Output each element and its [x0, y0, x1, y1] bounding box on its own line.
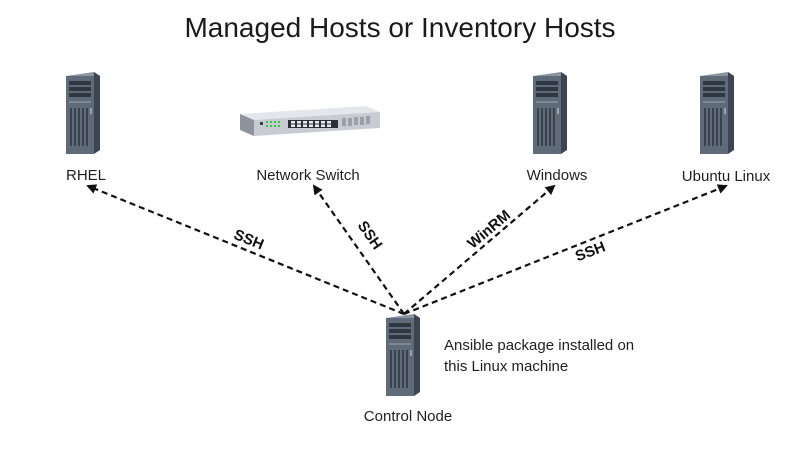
network-switch-icon [240, 106, 380, 136]
network-switch-label: Network Switch [256, 167, 360, 184]
control-node-note: Ansible package installed on this Linux … [444, 335, 664, 377]
protocol-label-rhel: SSH [231, 226, 266, 253]
control-node-server-icon [386, 314, 420, 396]
connection-ssh-rhel [86, 184, 405, 316]
diagram-title: Managed Hosts or Inventory Hosts [184, 12, 616, 43]
ubuntu-label: Ubuntu Linux [681, 168, 771, 185]
connection-ssh-ubuntu [403, 184, 728, 316]
control-node-note-line-1: Ansible package installed on [444, 337, 635, 354]
connection-ssh-network-switch [312, 184, 405, 315]
rhel-label: RHEL [65, 167, 106, 184]
connection-winrm-windows [403, 184, 556, 315]
control-node-label: Control Node [363, 408, 453, 425]
protocol-label-ubuntu: SSH [573, 238, 608, 265]
windows-label: Windows [526, 167, 588, 184]
rhel-server-icon [66, 72, 100, 154]
ubuntu-server-icon [700, 72, 734, 154]
protocol-label-windows: WinRM [464, 207, 514, 253]
windows-server-icon [533, 72, 567, 154]
control-node-note-line-2: this Linux machine [444, 358, 569, 375]
